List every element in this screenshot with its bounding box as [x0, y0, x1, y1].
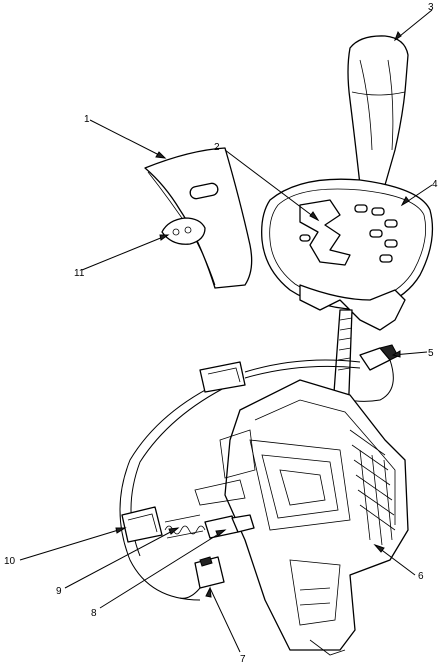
callout-2: 2 — [214, 142, 220, 153]
callout-8: 8 — [91, 608, 97, 619]
solenoid-plunger — [204, 514, 255, 539]
shift-knob — [347, 35, 409, 192]
interlock-solenoid — [121, 506, 163, 543]
callout-11: 11 — [74, 268, 85, 279]
park-pin-switch — [179, 556, 225, 599]
callout-7: 7 — [240, 654, 246, 665]
upper-connector — [199, 361, 246, 393]
leader-lines — [19, 9, 433, 653]
bulb-socket — [329, 344, 399, 402]
console-trim-cover — [144, 147, 253, 289]
shift-lever-base — [194, 379, 409, 656]
shift-indicator-panel — [261, 178, 434, 331]
retaining-clip — [161, 217, 206, 245]
callout-6: 6 — [418, 571, 424, 582]
callout-3: 3 — [428, 2, 434, 13]
callout-5: 5 — [428, 348, 434, 359]
callout-9: 9 — [56, 586, 62, 597]
callout-10: 10 — [4, 556, 16, 567]
callout-1: 1 — [84, 114, 90, 125]
callout-4: 4 — [432, 179, 438, 190]
leader-arrowheads — [115, 30, 410, 598]
